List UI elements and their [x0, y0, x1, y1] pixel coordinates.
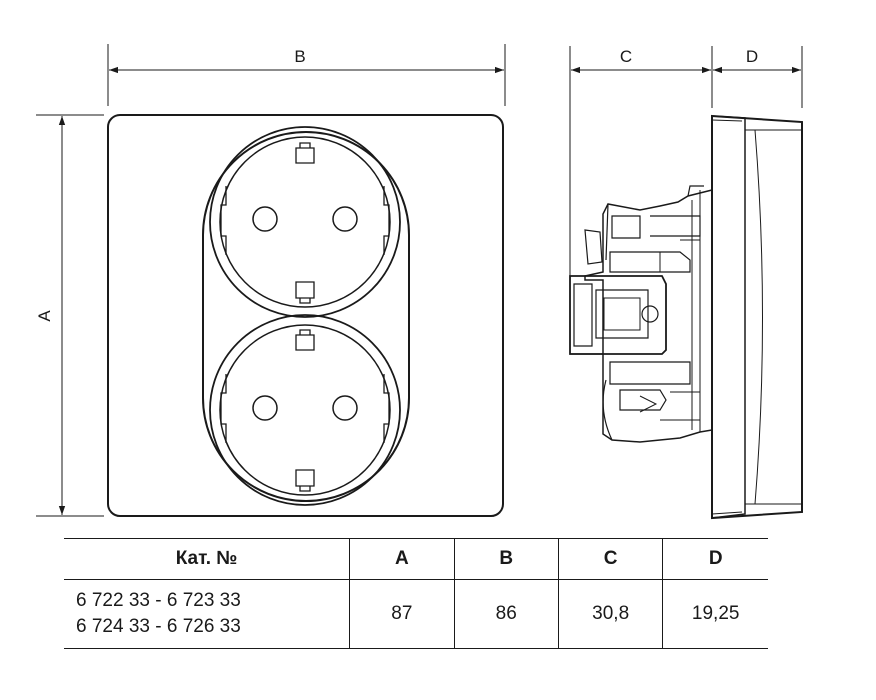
- table-row: 6 722 33 - 6 723 33 6 724 33 - 6 726 33 …: [64, 579, 768, 649]
- cell-a-value: 87: [349, 579, 455, 649]
- mechanism-body: [569, 185, 713, 443]
- cell-c-value: 30,8: [557, 579, 663, 649]
- specification-table: Кат. № A B C D 6 722 33 - 6 723 33 6 724…: [64, 538, 768, 649]
- header-a: A: [349, 538, 455, 580]
- front-view: [107, 114, 504, 517]
- pin-hole-left-lower: [252, 395, 278, 421]
- dimension-b-label: B: [294, 47, 305, 66]
- cell-d-value: 19,25: [662, 579, 768, 649]
- table-header-row: Кат. № A B C D: [64, 538, 768, 580]
- socket-upper: [209, 126, 401, 318]
- dimension-c-label: C: [620, 47, 632, 66]
- header-d: D: [662, 538, 768, 580]
- catalog-number-line-2: 6 724 33 - 6 726 33: [76, 616, 241, 637]
- header-catalog-number: Кат. №: [64, 538, 350, 580]
- header-c: C: [557, 538, 663, 580]
- pin-hole-right-lower: [332, 395, 358, 421]
- dimension-a-label: A: [35, 310, 54, 322]
- dimension-b: B: [107, 44, 506, 106]
- header-b: B: [453, 538, 559, 580]
- pin-hole-right-upper: [332, 206, 358, 232]
- cover-plate: [107, 114, 504, 517]
- dimension-d: D: [713, 46, 803, 108]
- cell-catalog-numbers: 6 722 33 - 6 723 33 6 724 33 - 6 726 33: [64, 579, 350, 649]
- technical-drawing: B A C D: [35, 44, 803, 520]
- catalog-number-line-1: 6 722 33 - 6 723 33: [76, 590, 241, 611]
- cover-plate-profile: [711, 114, 803, 520]
- dimension-c: C: [569, 46, 713, 276]
- cell-b-value: 86: [453, 579, 559, 649]
- socket-frame: [202, 131, 410, 502]
- dimension-a: A: [35, 114, 104, 517]
- dimension-d-label: D: [746, 47, 758, 66]
- socket-lower: [209, 314, 401, 506]
- side-view: [569, 114, 803, 520]
- pin-hole-left-upper: [252, 206, 278, 232]
